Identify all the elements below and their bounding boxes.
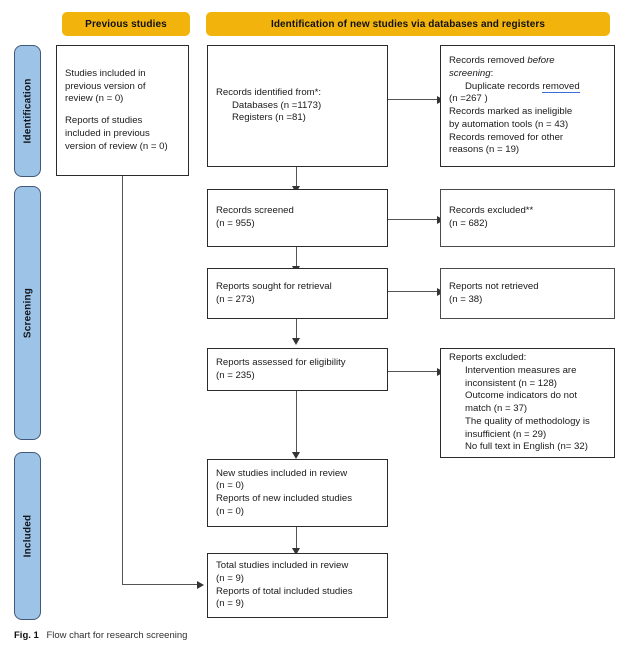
box-line-text: Duplicate records	[465, 80, 543, 92]
stage-bar-included: Included	[14, 452, 41, 620]
box-line: The quality of methodology is	[465, 415, 590, 427]
box-line: reasons (n = 19)	[449, 144, 520, 156]
box-line: (n = 955)	[216, 218, 255, 229]
figure-caption-text: Flow chart for research screening	[46, 630, 188, 641]
box-records-identified: Records identified from*: Databases (n =…	[207, 45, 388, 167]
box-line: Registers (n =81)	[232, 112, 306, 124]
connector-identified-to-screened	[296, 167, 298, 188]
header-previous-studies: Previous studies	[62, 12, 190, 36]
box-line: Reports assessed for eligibility	[216, 356, 346, 368]
box-line: (n =267 )	[449, 93, 488, 105]
box-line: (n = 9)	[216, 572, 244, 584]
header-previous-studies-label: Previous studies	[85, 18, 167, 30]
box-line: by automation tools (n = 43)	[449, 118, 569, 130]
connector-screened-to-excluded	[388, 219, 439, 221]
box-line: inconsistent (n = 128)	[465, 377, 557, 389]
box-records-removed-before-screening: Records removed before screening: Duplic…	[440, 45, 615, 167]
box-previous-studies-included: Studies included in previous version of …	[56, 45, 189, 176]
box-line: version of review (n = 0)	[65, 140, 168, 152]
box-line: (n = 682)	[449, 218, 488, 229]
box-new-studies-included: New studies included in review (n = 0) R…	[207, 459, 388, 527]
box-line: (n = 0)	[216, 505, 244, 517]
box-records-excluded: Records excluded** (n = 682)	[440, 189, 615, 247]
box-line: Total studies included in review	[216, 560, 349, 571]
box-line: previous version of	[65, 80, 146, 92]
box-line: Reports of studies	[65, 115, 143, 126]
box-line: (n = 9)	[216, 598, 244, 610]
figure-caption: Fig. 1 Flow chart for research screening	[14, 630, 187, 641]
box-line: Duplicate records removed	[449, 80, 606, 94]
box-line-emphasis: before	[527, 55, 555, 66]
box-line: No full text in English (n= 32)	[465, 441, 588, 453]
box-line: Records screened	[216, 205, 294, 217]
box-line: Records removed for other	[449, 131, 564, 143]
stage-label-identification: Identification	[22, 78, 33, 144]
box-reports-excluded: Reports excluded: Intervention measures …	[440, 348, 615, 458]
arrow-sought-to-assessed	[291, 338, 300, 345]
box-line: match (n = 37)	[465, 403, 528, 414]
box-reports-sought-for-retrieval: Reports sought for retrieval (n = 273)	[207, 268, 388, 319]
stage-bar-screening: Screening	[14, 186, 41, 440]
connector-sought-to-not-retrieved	[388, 291, 439, 293]
box-line: (n = 235)	[216, 369, 255, 381]
box-line: insufficient (n = 29)	[465, 428, 547, 440]
connector-previous-horizontal	[122, 584, 199, 586]
header-identification-label: Identification of new studies via databa…	[270, 18, 546, 30]
box-line: Studies included in	[65, 67, 146, 79]
box-line-spacer	[65, 106, 180, 115]
box-reports-assessed-for-eligibility: Reports assessed for eligibility (n = 23…	[207, 348, 388, 391]
box-line: review (n = 0)	[65, 93, 124, 105]
box-line: screening:	[449, 68, 606, 81]
box-line: Reports of total included studies	[216, 585, 353, 597]
stage-bar-identification: Identification	[14, 45, 41, 177]
arrow-assessed-to-new-studies	[291, 452, 300, 459]
connector-assessed-to-new-studies	[296, 391, 298, 456]
connector-new-to-total	[296, 527, 298, 550]
box-line-text: :	[490, 67, 494, 79]
box-line: included in previous	[65, 127, 150, 139]
box-line: Databases (n =1173)	[232, 99, 322, 111]
box-line: Reports sought for retrieval	[216, 280, 332, 292]
figure-caption-label: Fig. 1	[14, 630, 39, 641]
stage-label-included: Included	[22, 514, 33, 558]
box-line: Intervention measures are	[465, 364, 577, 376]
header-identification-new-studies: Identification of new studies via databa…	[206, 12, 610, 36]
box-line-text: Records removed	[449, 55, 528, 66]
box-line: (n = 273)	[216, 293, 255, 305]
box-line: Records excluded**	[449, 205, 534, 217]
box-line: Records removed before	[449, 55, 606, 68]
box-reports-not-retrieved: Reports not retrieved (n = 38)	[440, 268, 615, 319]
box-line: Records marked as ineligible	[449, 106, 573, 117]
box-line: Records identified from*:	[216, 86, 322, 98]
box-line: (n = 0)	[216, 480, 244, 492]
box-line-emphasis: screening	[449, 67, 491, 79]
box-line: Outcome indicators do not	[465, 390, 577, 402]
arrow-previous-to-total	[197, 580, 204, 589]
box-line: New studies included in review	[216, 467, 348, 479]
box-total-studies-included: Total studies included in review (n = 9)…	[207, 553, 388, 618]
connector-sought-to-assessed	[296, 319, 298, 340]
stage-label-screening: Screening	[22, 287, 33, 339]
box-line: Reports excluded:	[449, 352, 527, 363]
box-line: Reports of new included studies	[216, 493, 352, 504]
connector-previous-vertical	[122, 176, 124, 585]
connector-identified-to-removed	[388, 99, 439, 101]
box-records-screened: Records screened (n = 955)	[207, 189, 388, 247]
box-line: Reports not retrieved	[449, 280, 539, 292]
connector-screened-to-sought	[296, 247, 298, 268]
box-line: (n = 38)	[449, 293, 483, 305]
connector-assessed-to-excluded	[388, 371, 439, 373]
spellcheck-underlined-word: removed	[542, 80, 580, 93]
arrow-new-to-total	[291, 548, 300, 555]
